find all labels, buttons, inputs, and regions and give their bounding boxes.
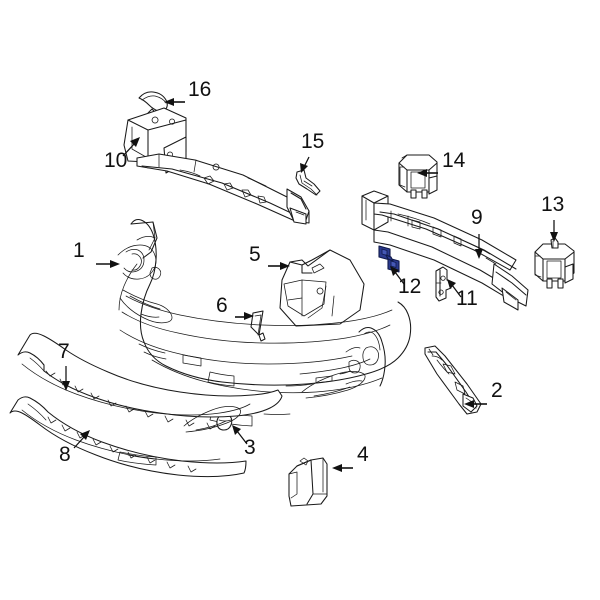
part-5-side-support[interactable] (279, 249, 365, 327)
part-13-park-sensor-bracket-right[interactable] (534, 237, 575, 289)
callout-label-9[interactable]: 9 (471, 206, 483, 229)
callout-label-4[interactable]: 4 (357, 443, 369, 466)
part-8-lower-grille-molding[interactable] (9, 396, 247, 478)
part-15-guide-bracket[interactable] (295, 169, 321, 196)
part-12-highlighted-retainer[interactable] (378, 245, 400, 273)
callout-label-13[interactable]: 13 (541, 193, 565, 216)
callout-label-6[interactable]: 6 (216, 294, 228, 317)
part-14-park-sensor-bracket-left[interactable] (398, 154, 438, 199)
part-4-corner-deflector[interactable] (288, 457, 328, 507)
part-10-energy-absorber[interactable] (123, 107, 310, 225)
part-7-lower-valance-trim[interactable] (17, 332, 283, 433)
callout-label-12[interactable]: 12 (398, 275, 422, 298)
callout-label-14[interactable]: 14 (442, 149, 466, 172)
callout-label-5[interactable]: 5 (249, 243, 261, 266)
part-11-mounting-bracket[interactable] (435, 266, 452, 302)
callout-label-11[interactable]: 11 (456, 287, 478, 310)
callout-label-15[interactable]: 15 (301, 130, 325, 153)
callout-label-16[interactable]: 16 (188, 78, 212, 101)
callout-label-7[interactable]: 7 (58, 340, 70, 363)
callout-label-8[interactable]: 8 (59, 443, 71, 466)
callout-label-3[interactable]: 3 (244, 436, 256, 459)
callout-label-1[interactable]: 1 (73, 239, 85, 262)
leader-lines (62, 98, 558, 472)
callout-label-10[interactable]: 10 (104, 149, 128, 172)
part-6-filler-bracket[interactable] (250, 310, 266, 342)
callout-label-2[interactable]: 2 (491, 379, 503, 402)
